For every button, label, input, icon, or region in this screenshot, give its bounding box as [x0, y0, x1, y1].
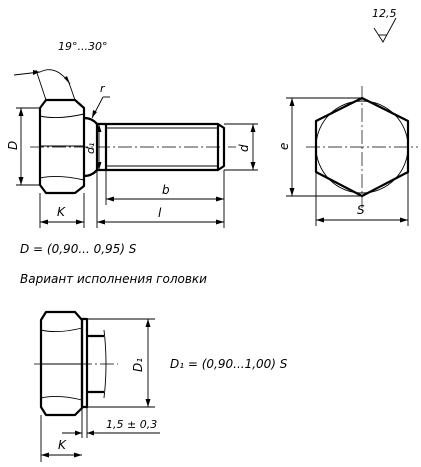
bolt-length-dimension: l	[96, 170, 224, 228]
roughness-check-mark	[373, 17, 397, 43]
variant-collar	[80, 317, 89, 409]
d1-label: d₁	[84, 143, 97, 154]
thread-length-dimension: b	[105, 170, 225, 228]
thread-diameter-label: d	[237, 144, 251, 152]
thread-length-label: b	[162, 183, 170, 197]
head-diameter-dimension: D	[6, 107, 40, 186]
surface-roughness-symbol: 12,5	[372, 7, 397, 43]
bolt-side-view: 19°...30° r D d₁	[6, 40, 258, 228]
head-height-label: K	[57, 205, 66, 219]
bolt-head-variant-view: D₁ 1,5 ± 0,3 K	[34, 310, 160, 462]
collar-height-dimension: 1,5 ± 0,3	[62, 407, 160, 438]
collar-diameter-label: D₁	[131, 358, 145, 372]
across-flats-label: S	[357, 203, 365, 217]
fillet-radius-leader: r	[91, 82, 110, 119]
collar-height-label: 1,5 ± 0,3	[106, 418, 157, 431]
collar-diameter-dimension: D₁	[87, 318, 155, 408]
formula-D1: D₁ = (0,90...1,00) S	[170, 357, 288, 371]
head-height-dimension: K	[39, 193, 85, 228]
roughness-value: 12,5	[372, 7, 397, 20]
variant-head-height-dimension: K	[40, 415, 82, 462]
radius-label: r	[100, 82, 106, 95]
head-diameter-label: D	[6, 141, 20, 150]
chamfer-angle-dimension: 19°...30°	[13, 40, 107, 101]
variant-caption: Вариант исполнения головки	[20, 272, 207, 286]
thread-diameter-dimension: d	[224, 123, 258, 171]
variant-head-outline	[39, 310, 84, 417]
across-corners-dimension: e	[277, 97, 362, 197]
across-flats-dimension: S	[315, 172, 409, 226]
formula-D: D = (0,90... 0,95) S	[20, 242, 137, 256]
d1-dimension: d₁	[84, 124, 102, 170]
hex-head-end-view: e S	[277, 86, 418, 226]
angle-label: 19°...30°	[58, 40, 107, 53]
variant-head-height-label: K	[58, 438, 67, 452]
bolt-head-outline	[38, 98, 86, 195]
across-corners-label: e	[277, 143, 291, 150]
bolt-length-label: l	[158, 206, 162, 220]
